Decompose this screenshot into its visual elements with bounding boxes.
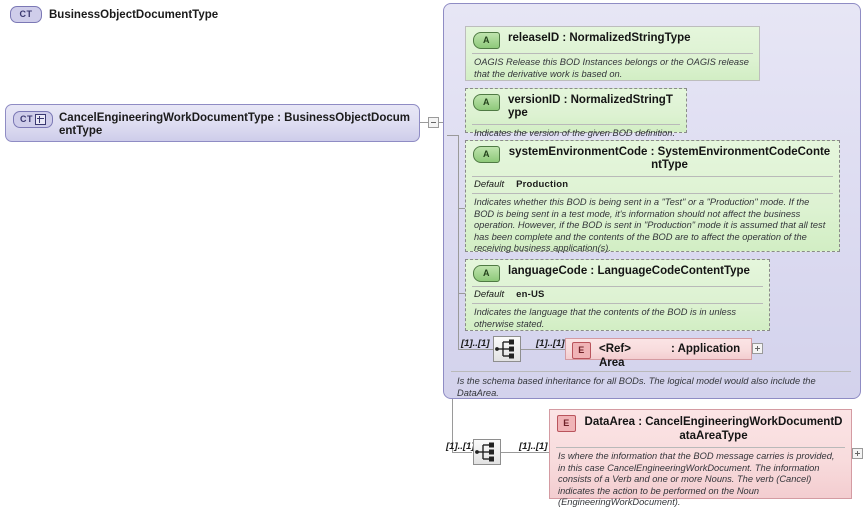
default-value: en-US (516, 289, 545, 300)
container-title-row: CT BusinessObjectDocumentType (10, 6, 218, 23)
attribute-icon: A (473, 32, 500, 49)
element-icon: E (557, 415, 576, 432)
wire (458, 208, 468, 209)
wire (464, 349, 493, 350)
default-label: Default (474, 179, 505, 190)
element-name: DataArea : CancelEngineeringWorkDocument… (584, 416, 843, 442)
wire (521, 349, 565, 350)
attribute-name: releaseID : NormalizedStringType (508, 32, 691, 44)
divider (451, 371, 851, 372)
element-icon: E (572, 342, 591, 359)
divider (556, 447, 845, 448)
sequence-cardinality-left: [1]..[1] (461, 338, 490, 349)
wire (458, 293, 468, 294)
root-minus-toggle[interactable] (428, 117, 439, 128)
wire (420, 122, 429, 123)
container-title: BusinessObjectDocumentType (49, 8, 219, 21)
divider (472, 176, 833, 177)
element-documentation: Is where the information that the BOD me… (558, 451, 835, 508)
wire (501, 452, 549, 453)
attribute-name: versionID : NormalizedStringType (508, 94, 673, 119)
attribute-icon: A (473, 94, 500, 111)
attribute-header: A releaseID : NormalizedStringType (466, 27, 759, 53)
attribute-header: A versionID : NormalizedStringType (466, 89, 686, 124)
element-ref-applicationarea[interactable]: E <Ref>: ApplicationArea (565, 338, 752, 369)
attribute-documentation: Indicates the language that the contents… (474, 307, 737, 329)
attribute-header: A systemEnvironmentCode : SystemEnvironm… (466, 141, 839, 176)
root-complextype-node[interactable]: CT CancelEngineeringWorkDocumentType : B… (5, 104, 420, 142)
element-ref-token: <Ref> (599, 343, 631, 355)
attribute-icon: A (473, 146, 500, 163)
element-dataarea[interactable]: E DataArea : CancelEngineeringWorkDocume… (549, 409, 852, 507)
attribute-documentation: OAGIS Release this BOD Instances belongs… (474, 57, 749, 79)
element-ref-type: : ApplicationArea (599, 343, 741, 369)
attribute-default-row: Default en-US (466, 287, 769, 303)
divider (472, 303, 763, 304)
attribute-versionID[interactable]: A versionID : NormalizedStringType Indic… (465, 88, 687, 138)
wire (447, 135, 459, 136)
sequence-cardinality-right: [1]..[1] (536, 338, 565, 349)
attribute-name: languageCode : LanguageCodeContentType (508, 265, 750, 277)
attribute-header: A languageCode : LanguageCodeContentType (466, 260, 769, 286)
attribute-name: systemEnvironmentCode : SystemEnvironmen… (508, 146, 831, 171)
container-documentation: Is the schema based inheritance for all … (457, 376, 816, 398)
root-node-label: CancelEngineeringWorkDocumentType : Busi… (59, 112, 411, 137)
schema-diagram-canvas: CT CancelEngineeringWorkDocumentType : B… (5, 3, 863, 507)
applicationarea-plus-toggle[interactable] (752, 343, 763, 354)
wire (452, 452, 472, 453)
default-value: Production (516, 179, 569, 190)
wire (458, 135, 459, 350)
divider (472, 286, 763, 287)
attribute-languageCode[interactable]: A languageCode : LanguageCodeContentType… (465, 259, 770, 331)
attribute-systemEnvironmentCode[interactable]: A systemEnvironmentCode : SystemEnvironm… (465, 140, 840, 253)
divider (472, 124, 680, 125)
wire (458, 349, 464, 350)
sequence-cardinality-right: [1]..[1] (519, 441, 548, 452)
attribute-documentation: Indicates the version of the given BOD d… (474, 128, 676, 138)
sequence-compositor-icon[interactable] (493, 336, 521, 362)
sequence-cardinality-left: [1]..[1] (446, 441, 475, 452)
element-header: E <Ref>: ApplicationArea (566, 339, 751, 373)
attribute-documentation: Indicates whether this BOD is being sent… (474, 197, 826, 253)
complextype-plus-icon: CT (13, 111, 53, 128)
attribute-icon: A (473, 265, 500, 282)
divider (472, 193, 833, 194)
element-header: E DataArea : CancelEngineeringWorkDocume… (550, 410, 851, 447)
element-ref-label: <Ref>: ApplicationArea (599, 342, 743, 370)
attribute-default-row: Default Production (466, 177, 839, 193)
default-label: Default (474, 289, 505, 300)
complextype-icon: CT (10, 6, 42, 23)
sequence-compositor-icon[interactable] (473, 439, 501, 465)
divider (472, 53, 753, 54)
dataarea-plus-toggle[interactable] (852, 448, 863, 459)
attribute-releaseID[interactable]: A releaseID : NormalizedStringType OAGIS… (465, 26, 760, 81)
container-documentation-block: Is the schema based inheritance for all … (451, 371, 851, 399)
